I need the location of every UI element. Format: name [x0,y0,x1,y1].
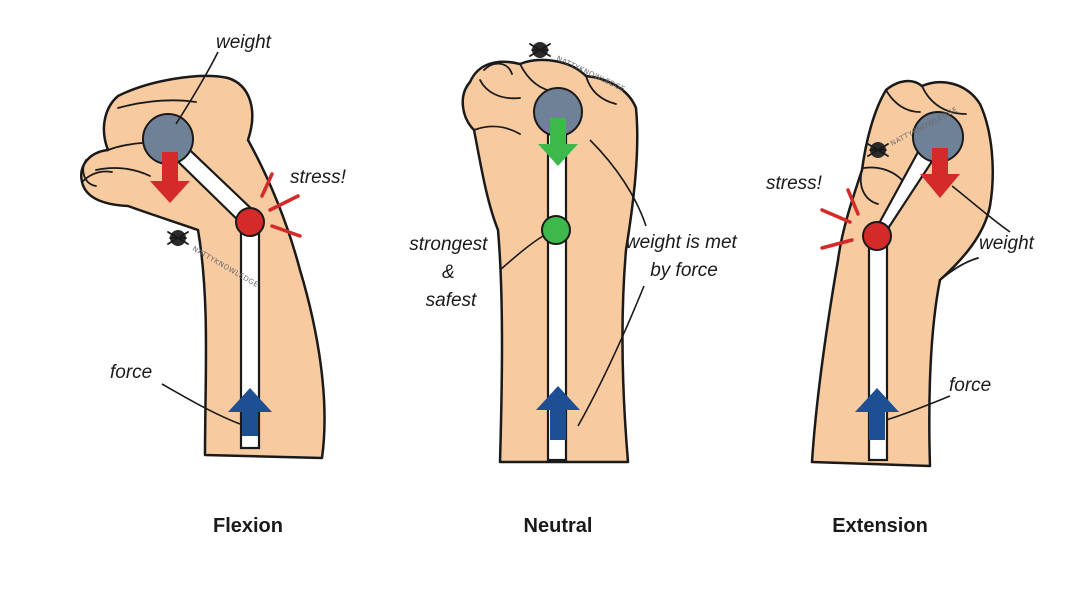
flexion-watermark-legs [167,231,189,245]
extension-stress-label: stress! [766,173,823,194]
neutral-met-line-1: weight is met [626,232,738,253]
neutral-strongest-line-2: & [442,262,455,283]
neutral-strongest-label: strongest & safest [409,234,492,311]
flexion-thumb [82,159,97,187]
extension-weight-label: weight [979,233,1035,254]
neutral-met-leader-bottom [577,285,645,427]
flexion-weight-label: weight [216,32,272,53]
flexion-stress-ray-2 [268,194,300,212]
extension-stress-ray-3 [820,238,854,250]
flexion-load-arrow [150,152,190,203]
neutral-safe-joint [541,215,571,245]
extension-thumb [859,169,879,205]
neutral-met-leader-top [589,139,647,227]
flexion-force-arrow [228,388,272,436]
extension-force-arrow [855,388,899,440]
neutral-strongest-leader [499,235,544,271]
neutral-strongest-line-3: safest [426,290,477,311]
extension-stress-ray-2 [820,208,852,224]
extension-stress-ray-1 [846,188,860,216]
neutral-thumb [483,62,513,75]
flexion-caption: Flexion [213,515,283,537]
flexion-stress-ray-1 [260,172,274,198]
flexion-weight-leader [175,51,219,125]
neutral-met-label: weight is met by force [626,232,742,281]
extension-caption: Extension [832,515,928,537]
extension-stress-joint [862,221,892,251]
extension-finger-creases [863,85,979,281]
extension-force-label: force [949,375,991,396]
flexion-force-label: force [110,362,152,383]
flexion-stress-joint [235,207,265,237]
neutral-strongest-line-1: strongest [409,234,488,255]
neutral-caption: Neutral [524,515,593,537]
neutral-finger-creases [473,63,617,135]
panel-flexion: NATTYKNOWLEDGE weight stress! force Flex… [79,32,347,537]
panel-neutral: NATTYKNOWLEDGE strongest & safest weight… [409,42,742,537]
flexion-force-leader [161,383,241,425]
panel-extension: NATTYKNOWLEDGE stress! weight force Exte… [766,79,1035,537]
extension-load-arrow [920,148,960,198]
flexion-arm-outline [79,74,326,460]
neutral-watermark-legs [529,43,551,57]
neutral-force-arrow [536,386,580,440]
extension-watermark-legs [867,143,889,157]
flexion-stress-label: stress! [290,167,347,188]
neutral-load-arrow [538,118,578,166]
flexion-stress-ray-3 [270,224,302,238]
extension-weight-leader [951,185,1011,233]
neutral-met-line-2: by force [650,260,718,281]
extension-force-leader [885,395,951,421]
